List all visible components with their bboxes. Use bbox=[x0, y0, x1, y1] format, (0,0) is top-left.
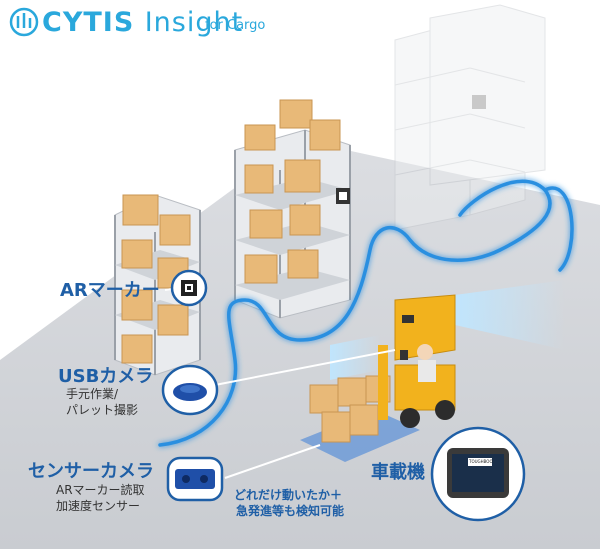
usb-camera-desc-1: 手元作業/ bbox=[66, 387, 119, 401]
background-shelving bbox=[394, 4, 546, 231]
sensor-camera-desc-1: ARマーカー読取 bbox=[56, 483, 145, 497]
brand-tagline: for Cargo bbox=[205, 18, 266, 33]
ar-marker-label: ARマーカー bbox=[60, 280, 160, 301]
usb-camera-callout bbox=[161, 364, 219, 416]
cytis-logo-icon bbox=[9, 7, 39, 37]
left-shelving bbox=[114, 194, 201, 376]
middle-shelving bbox=[234, 99, 351, 319]
usb-camera-label: USBカメラ bbox=[58, 366, 154, 387]
brand-wordmark: CYTIS Insight bbox=[42, 7, 243, 38]
tablet-brand-text: TOUGHBOOK bbox=[469, 459, 493, 464]
brand-product: Insight bbox=[144, 7, 244, 38]
sensor-camera-label: センサーカメラ bbox=[28, 461, 154, 482]
usb-camera-leader bbox=[214, 349, 396, 386]
forklift-path bbox=[158, 179, 552, 447]
ar-marker-callout bbox=[170, 269, 208, 307]
vehicle-device-label: 車載機 bbox=[371, 462, 425, 483]
usb-camera-desc-2: パレット撮影 bbox=[66, 403, 139, 417]
sensor-camera-desc-2: 加速度センサー bbox=[56, 499, 141, 513]
sensor-camera-leader bbox=[224, 444, 321, 479]
detection-text-2: 急発進等も検知可能 bbox=[236, 504, 345, 518]
vehicle-device-callout bbox=[430, 426, 526, 522]
brand-name: CYTIS bbox=[42, 7, 135, 38]
forklift-path-extension bbox=[543, 186, 574, 272]
detection-text-1: どれだけ動いたか＋ bbox=[234, 488, 343, 502]
sensor-camera-callout bbox=[166, 456, 224, 502]
forklift bbox=[300, 280, 565, 462]
